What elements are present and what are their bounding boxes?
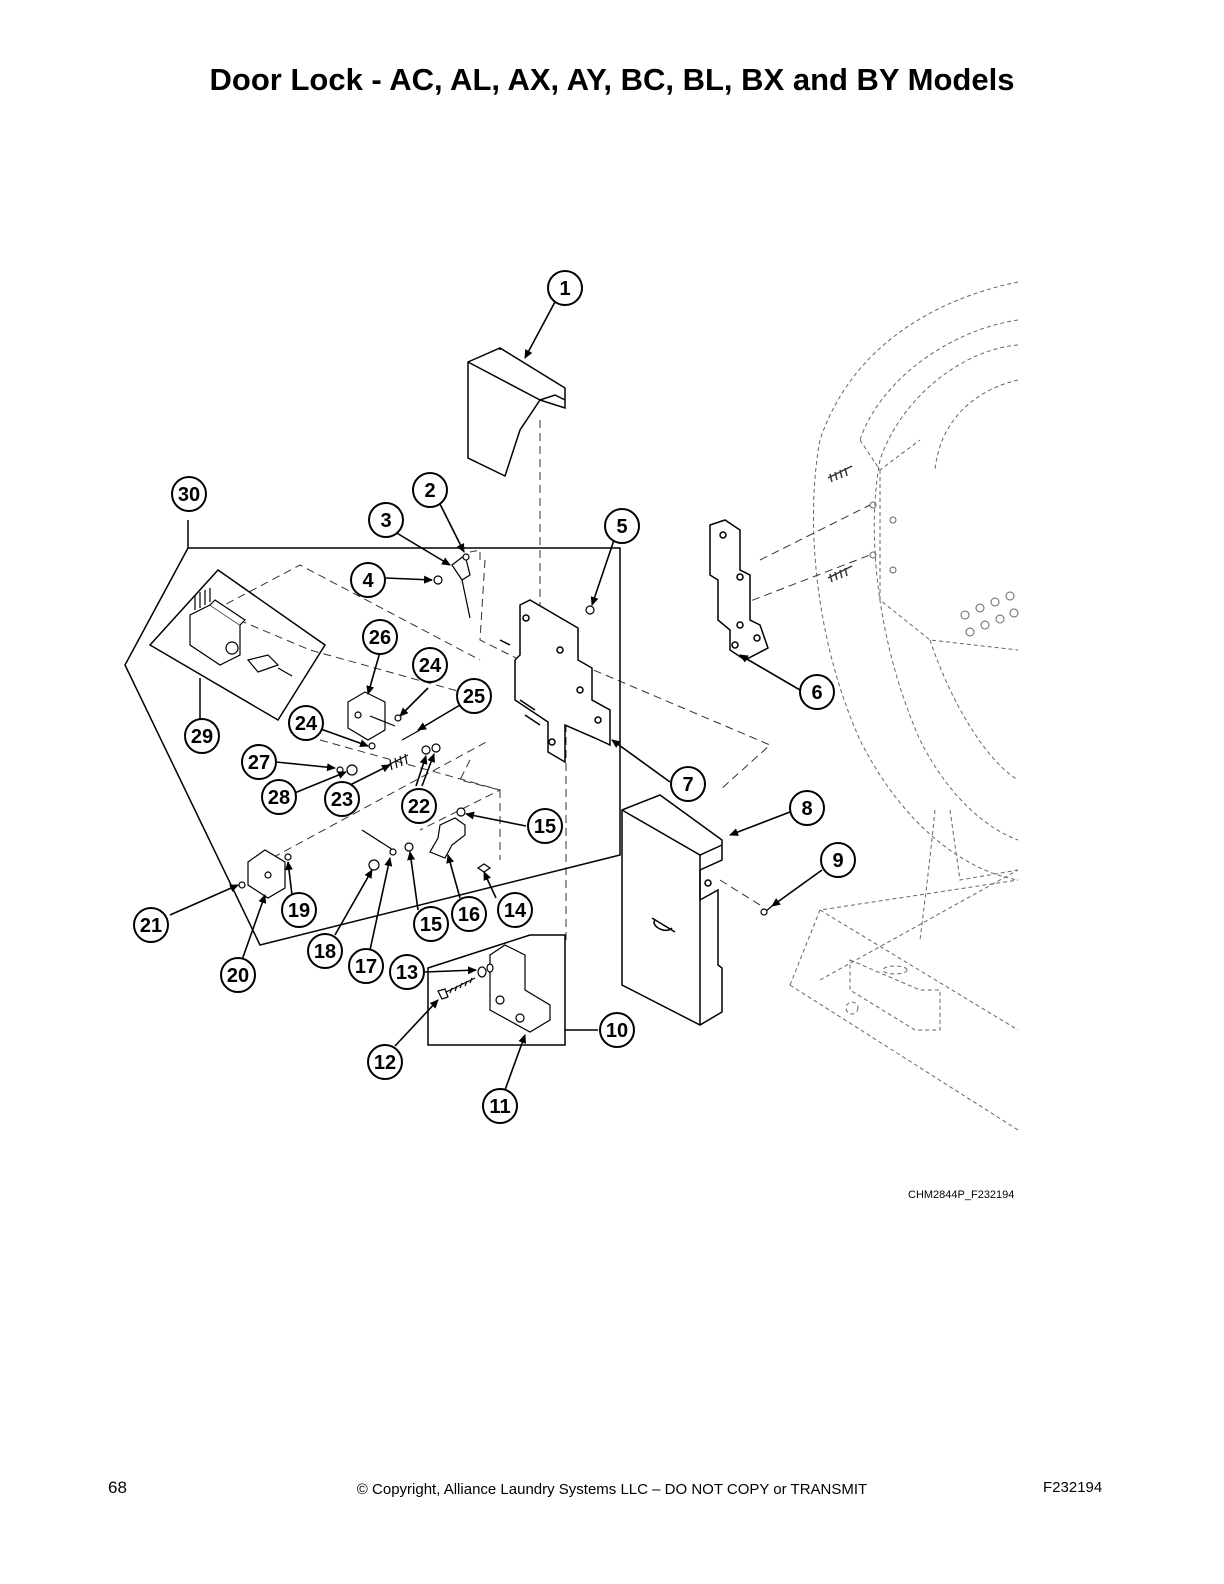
part-lock-housing <box>621 794 723 1026</box>
callout-10: 10 <box>599 1012 635 1048</box>
svg-text:27: 27 <box>248 752 270 774</box>
svg-text:23: 23 <box>331 789 353 811</box>
callout-22: 22 <box>401 788 437 824</box>
callout-2: 2 <box>412 472 448 508</box>
svg-text:29: 29 <box>191 726 213 748</box>
svg-text:13: 13 <box>396 962 418 984</box>
svg-text:2: 2 <box>424 480 435 502</box>
svg-text:5: 5 <box>616 516 627 538</box>
svg-text:20: 20 <box>227 965 249 987</box>
svg-text:8: 8 <box>801 798 812 820</box>
svg-text:18: 18 <box>314 941 336 963</box>
callout-27: 27 <box>241 744 277 780</box>
callout-4: 4 <box>350 562 386 598</box>
svg-text:9: 9 <box>832 850 843 872</box>
part-washers-13 <box>477 963 494 978</box>
svg-text:24: 24 <box>295 713 318 735</box>
figure-code: CHM2844P_F232194 <box>908 1189 1015 1201</box>
callout-21: 21 <box>133 907 169 943</box>
callout-7: 7 <box>670 766 706 802</box>
copyright-notice: © Copyright, Alliance Laundry Systems LL… <box>356 1481 868 1498</box>
assembly-10-frame <box>427 934 566 1046</box>
callout-1: 1 <box>547 270 583 306</box>
callout-24a: 24 <box>412 647 448 683</box>
callout-13: 13 <box>389 954 425 990</box>
callout-23: 23 <box>324 781 360 817</box>
svg-text:16: 16 <box>458 904 480 926</box>
svg-text:3: 3 <box>380 510 391 532</box>
callout-24b: 24 <box>288 705 324 741</box>
callout-18: 18 <box>307 933 343 969</box>
machine-cabinet-holes <box>869 501 1019 637</box>
callout-20: 20 <box>220 957 256 993</box>
svg-text:30: 30 <box>178 484 200 506</box>
document-id: F232194 <box>1043 1479 1103 1496</box>
callout-17: 17 <box>348 948 384 984</box>
callout-12: 12 <box>367 1044 403 1080</box>
svg-text:4: 4 <box>362 570 374 592</box>
svg-text:11: 11 <box>489 1096 510 1118</box>
callout-28: 28 <box>261 779 297 815</box>
svg-text:21: 21 <box>140 915 162 937</box>
callout-bubbles: 1 2 3 4 5 6 7 8 9 10 11 12 13 14 15 15 1… <box>133 270 856 1124</box>
assembly-30-frame <box>124 520 621 946</box>
svg-text:7: 7 <box>682 774 693 796</box>
svg-text:6: 6 <box>811 682 822 704</box>
svg-text:15: 15 <box>420 914 442 936</box>
callout-15a: 15 <box>527 808 563 844</box>
callout-30: 30 <box>171 476 207 512</box>
part-latch-plate <box>499 599 611 764</box>
part-screw-12 <box>437 977 476 1000</box>
callout-29: 29 <box>184 718 220 754</box>
callout-leaders <box>169 299 823 1091</box>
callout-9: 9 <box>820 842 856 878</box>
svg-text:17: 17 <box>355 956 377 978</box>
svg-text:25: 25 <box>463 686 485 708</box>
svg-text:14: 14 <box>504 900 527 922</box>
svg-text:22: 22 <box>408 796 430 818</box>
machine-cabinet-outline <box>789 281 1019 1131</box>
svg-text:24: 24 <box>419 655 442 677</box>
callout-25: 25 <box>456 678 492 714</box>
callout-14: 14 <box>497 892 533 928</box>
svg-text:10: 10 <box>606 1020 628 1042</box>
part-strike-block <box>489 944 551 1033</box>
small-hardware-parts <box>238 553 773 916</box>
svg-text:19: 19 <box>288 900 310 922</box>
callout-3: 3 <box>368 502 404 538</box>
svg-text:28: 28 <box>268 787 290 809</box>
stud-bolts <box>827 465 853 583</box>
part-mounting-bracket <box>709 519 769 661</box>
callout-6: 6 <box>799 674 835 710</box>
callout-26: 26 <box>362 619 398 655</box>
callout-16: 16 <box>451 896 487 932</box>
svg-text:1: 1 <box>559 278 570 300</box>
callout-11: 11 <box>482 1088 518 1124</box>
callout-8: 8 <box>789 790 825 826</box>
callout-15b: 15 <box>413 906 449 942</box>
svg-text:15: 15 <box>534 816 556 838</box>
callout-5: 5 <box>604 508 640 544</box>
svg-text:12: 12 <box>374 1052 396 1074</box>
page-title: Door Lock - AC, AL, AX, AY, BC, BL, BX a… <box>209 62 1015 97</box>
svg-text:26: 26 <box>369 627 391 649</box>
page-number: 68 <box>108 1478 127 1497</box>
callout-19: 19 <box>281 892 317 928</box>
part-cover <box>467 347 566 478</box>
part-solenoid <box>189 588 293 677</box>
